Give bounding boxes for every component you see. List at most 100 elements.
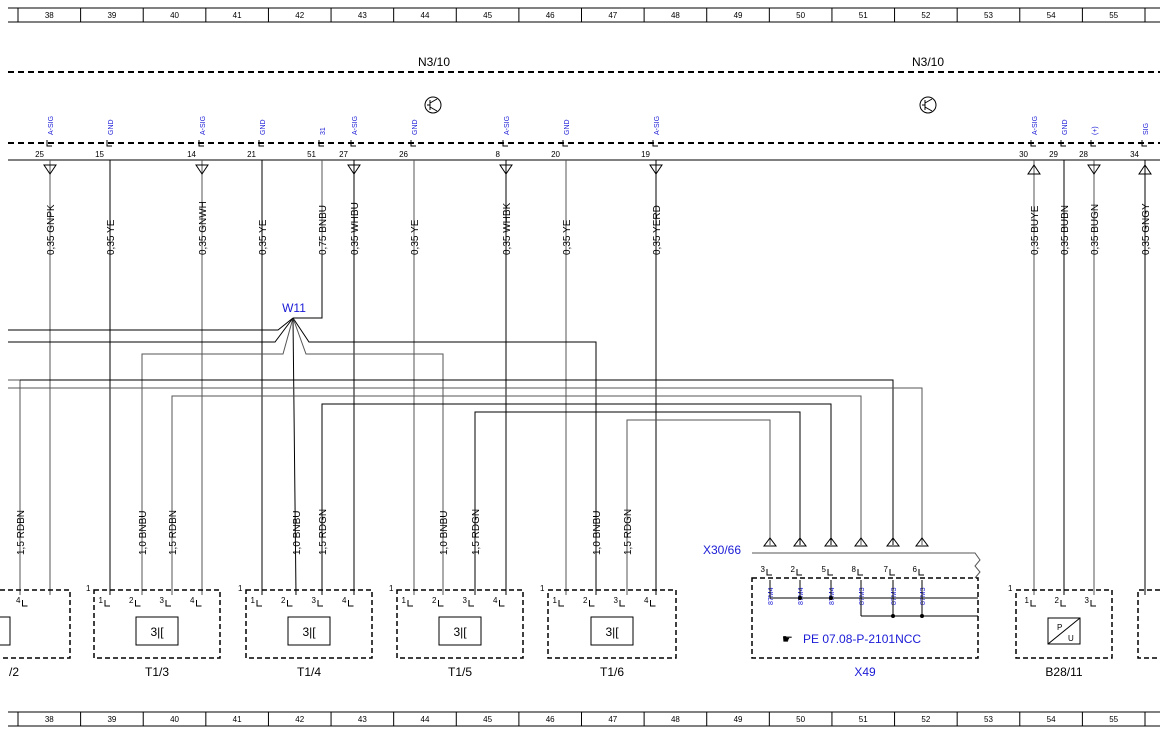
connector-label-x30-66: X30/66 [703, 543, 741, 557]
ruler-label: 42 [295, 11, 304, 20]
signal-arrow-down [499, 164, 513, 175]
ruler-label: 48 [671, 11, 680, 20]
pin-number: 4 [644, 596, 649, 605]
pin-signal-label: A-SIG [654, 116, 661, 135]
ruler-label: 46 [546, 715, 555, 724]
pin-number: 34 [1130, 150, 1139, 159]
svg-text:3|[: 3|[ [302, 625, 316, 639]
wire-label: 0,35 WHBK [502, 202, 513, 255]
sensor-label: T1/6 [600, 665, 624, 679]
ruler-label: 53 [984, 715, 993, 724]
pressure-sensor-icon: P U [1047, 617, 1081, 645]
pin-signal-label: A-SIG [1032, 116, 1039, 135]
pin-signal-label: GND [564, 119, 571, 135]
connector-label-x49: X49 [854, 665, 876, 679]
signal-arrow-up [1027, 164, 1041, 175]
module-label-n3-10-right: N3/10 [912, 55, 944, 69]
wire-label: 0,35 BUGN [1090, 204, 1101, 255]
transformer-icon: 3|[ [438, 616, 482, 646]
svg-text:3|[: 3|[ [605, 625, 619, 639]
signal-arrow-down [43, 164, 57, 175]
transistor-icon [424, 96, 442, 114]
svg-text:3|[: 3|[ [150, 625, 164, 639]
pin-number: 27 [339, 150, 348, 159]
ruler-label: 50 [796, 11, 805, 20]
ruler-label: 38 [45, 715, 54, 724]
ruler-label: 40 [170, 715, 179, 724]
wire-label: 0,35 YERD [652, 205, 663, 255]
pin-signal-label: GND [412, 119, 419, 135]
ruler-label: 52 [921, 11, 930, 20]
reference-link[interactable]: PE 07.08-P-2101NCC [803, 632, 921, 646]
wire-label: 1,0 BNBU [439, 511, 450, 555]
svg-text:2: 2 [791, 565, 796, 574]
splice-label-w11: W11 [282, 301, 306, 315]
top-pin: A-SIG 8 0,35 WHBK [496, 116, 513, 595]
ruler-label: 45 [483, 715, 492, 724]
pin-signal-label: A-SIG [48, 116, 55, 135]
svg-text:1: 1 [86, 584, 91, 593]
ruler-label: 40 [170, 11, 179, 20]
ruler-label: 42 [295, 715, 304, 724]
ruler-label: 39 [107, 715, 116, 724]
pin-number: 4 [190, 596, 195, 605]
wire-label: 0,35 YE [410, 219, 421, 255]
svg-text:U: U [1068, 634, 1074, 643]
ruler-label: 52 [921, 715, 930, 724]
sensor-label: T1/3 [145, 665, 169, 679]
wire-label: 0,35 YE [106, 219, 117, 255]
ruler-label: 45 [483, 11, 492, 20]
pin-number: 8 [496, 150, 501, 159]
pin-signal-label: GND [108, 119, 115, 135]
ruler-label: 49 [734, 11, 743, 20]
ruler-label: 47 [608, 715, 617, 724]
top-pin: A-SIG 19 0,35 YERD [641, 116, 663, 595]
wire-label: 0,35 GNWH [198, 201, 209, 255]
wire-label: 1,0 BNBU [292, 511, 303, 555]
pin-number: 3 [463, 596, 468, 605]
svg-text:87M3: 87M3 [859, 587, 866, 605]
pin-number: 2 [583, 596, 588, 605]
pin-signal-label: A-SIG [504, 116, 511, 135]
sensor-label: T1/5 [448, 665, 472, 679]
pin-number: 14 [187, 150, 196, 159]
component-box-b28-11 [1015, 589, 1113, 659]
top-pin: GND 20 0,35 YE [551, 119, 573, 595]
pin-number: 20 [551, 150, 560, 159]
ruler-label: 43 [358, 11, 367, 20]
wire-label: 0,35 BUYE [1030, 205, 1041, 255]
pin-signal-label: 31 [320, 127, 327, 135]
pointing-hand-icon: ☛ [782, 632, 793, 646]
wire-label: 0,35 YE [562, 219, 573, 255]
pin-number: 28 [1079, 150, 1088, 159]
top-pin: (+)280,35 BUGN [1079, 126, 1101, 595]
pin-number: 2 [281, 596, 286, 605]
sensor-1: 4/2 [0, 589, 71, 679]
svg-text:3|[: 3|[ [453, 625, 467, 639]
ruler-label: 48 [671, 715, 680, 724]
pin-signal-label: GND [260, 119, 267, 135]
svg-text:1: 1 [238, 584, 243, 593]
pin-number: 3 [614, 596, 619, 605]
wire-label: 0,75 BNBU [318, 205, 329, 255]
pin-number: 26 [399, 150, 408, 159]
signal-arrow-down [1087, 164, 1101, 175]
svg-text:87M4: 87M4 [768, 587, 775, 605]
pin-number: 19 [641, 150, 650, 159]
transformer-icon: 3|[ [590, 616, 634, 646]
ruler-label: 43 [358, 715, 367, 724]
module-label-n3-10-left: N3/10 [418, 55, 450, 69]
pin-number: 1 [251, 596, 256, 605]
